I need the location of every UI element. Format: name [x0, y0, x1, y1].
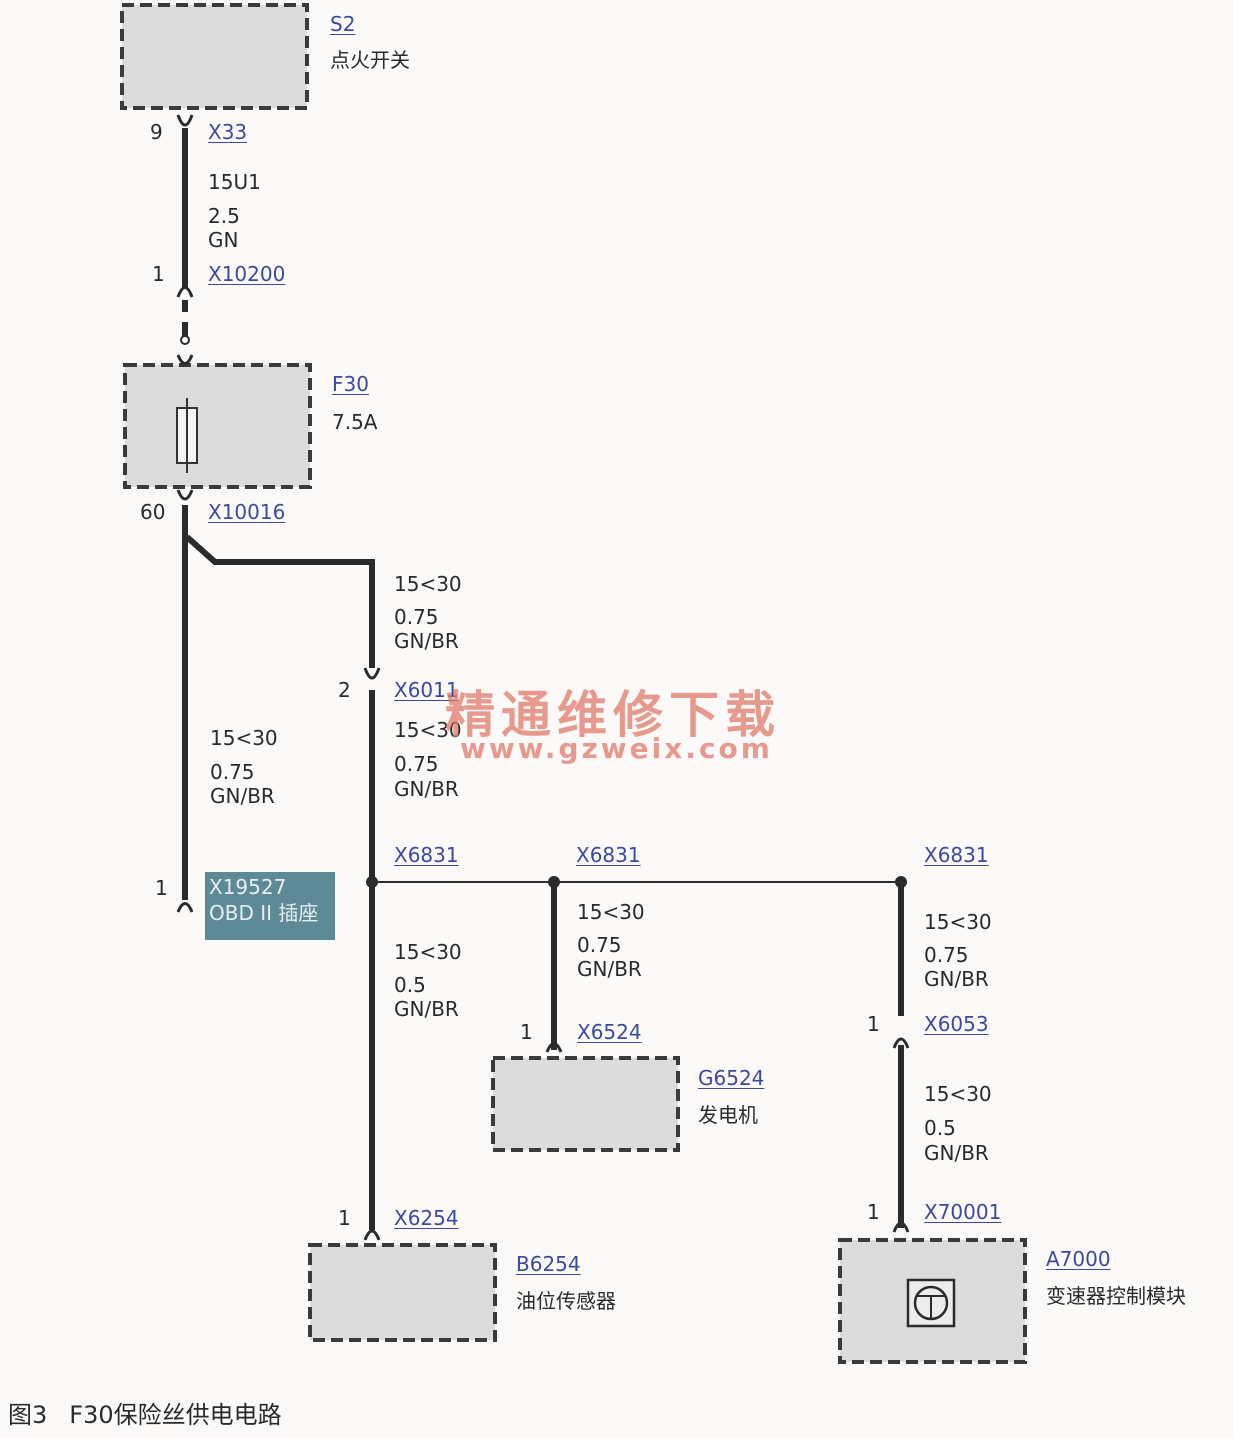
a7000-id[interactable]: A7000 [1046, 1247, 1111, 1271]
a7000-name: 变速器控制模块 [1046, 1284, 1186, 1308]
watermark-url: www.gzweix.com [460, 732, 773, 765]
x70001-pin: 1 [867, 1200, 880, 1224]
x33-label[interactable]: X33 [208, 120, 248, 144]
w1-color: GN [208, 228, 239, 252]
x19527-pin: 1 [155, 876, 168, 900]
f30-box [123, 363, 312, 489]
b6254-box [308, 1243, 497, 1342]
x6011-pin: 2 [338, 678, 351, 702]
figure-title: F30保险丝供电电路 [69, 1401, 282, 1429]
f30-rating: 7.5A [332, 410, 378, 434]
w5-color: GN/BR [394, 997, 459, 1021]
b6254-id[interactable]: B6254 [516, 1252, 581, 1276]
g6524-box [491, 1056, 680, 1152]
w8-circuit: 15<30 [924, 1082, 992, 1106]
w2-size: 0.75 [394, 605, 439, 629]
x70001-label[interactable]: X70001 [924, 1200, 1002, 1224]
w8-color: GN/BR [924, 1141, 989, 1165]
w7-size: 0.75 [924, 943, 969, 967]
x19527-label: X19527 [209, 875, 287, 899]
w3-size: 0.75 [394, 752, 439, 776]
x6524-pin: 1 [520, 1020, 533, 1044]
x6053-pin: 1 [867, 1012, 880, 1036]
obd-name: OBD II 插座 [209, 901, 319, 925]
w3-circuit: 15<30 [394, 718, 462, 742]
s2-id[interactable]: S2 [330, 12, 356, 36]
w7-circuit: 15<30 [924, 910, 992, 934]
x6254-label[interactable]: X6254 [394, 1206, 459, 1230]
x6831-label-b[interactable]: X6831 [576, 843, 641, 867]
w7-color: GN/BR [924, 967, 989, 991]
x6011-label[interactable]: X6011 [394, 678, 459, 702]
x10200-pin: 1 [152, 262, 165, 286]
x6254-pin: 1 [338, 1206, 351, 1230]
w1-size: 2.5 [208, 204, 240, 228]
w6-size: 0.75 [577, 933, 622, 957]
g6524-name: 发电机 [698, 1103, 758, 1127]
w2-color: GN/BR [394, 629, 459, 653]
w6-color: GN/BR [577, 957, 642, 981]
x10200-label[interactable]: X10200 [208, 262, 286, 286]
figure-number: 图3 [8, 1401, 48, 1429]
w6-circuit: 15<30 [577, 900, 645, 924]
x6053-label[interactable]: X6053 [924, 1012, 989, 1036]
x10016-label[interactable]: X10016 [208, 500, 286, 524]
x6524-label[interactable]: X6524 [577, 1020, 642, 1044]
w5-circuit: 15<30 [394, 940, 462, 964]
control-module-icon [906, 1278, 956, 1328]
s2-name: 点火开关 [330, 48, 410, 72]
s2-box [120, 3, 309, 110]
w3-color: GN/BR [394, 777, 459, 801]
x10016-pin: 60 [140, 500, 166, 524]
w4-circuit: 15<30 [210, 726, 278, 750]
w5-size: 0.5 [394, 973, 426, 997]
b6254-name: 油位传感器 [516, 1289, 616, 1313]
w8-size: 0.5 [924, 1116, 956, 1140]
w2-circuit: 15<30 [394, 572, 462, 596]
watermark-title: 精通维修下载 [445, 685, 781, 744]
x6831-label-c[interactable]: X6831 [924, 843, 989, 867]
f30-id[interactable]: F30 [332, 372, 369, 396]
x33-pin: 9 [150, 120, 163, 144]
g6524-id[interactable]: G6524 [698, 1066, 765, 1090]
w4-size: 0.75 [210, 760, 255, 784]
obd-connector-label[interactable]: X19527 OBD II 插座 [205, 872, 335, 940]
w1-circuit: 15U1 [208, 170, 261, 194]
w4-color: GN/BR [210, 784, 275, 808]
x6831-label-a[interactable]: X6831 [394, 843, 459, 867]
figure-caption: 图3 F30保险丝供电电路 [8, 1400, 304, 1430]
